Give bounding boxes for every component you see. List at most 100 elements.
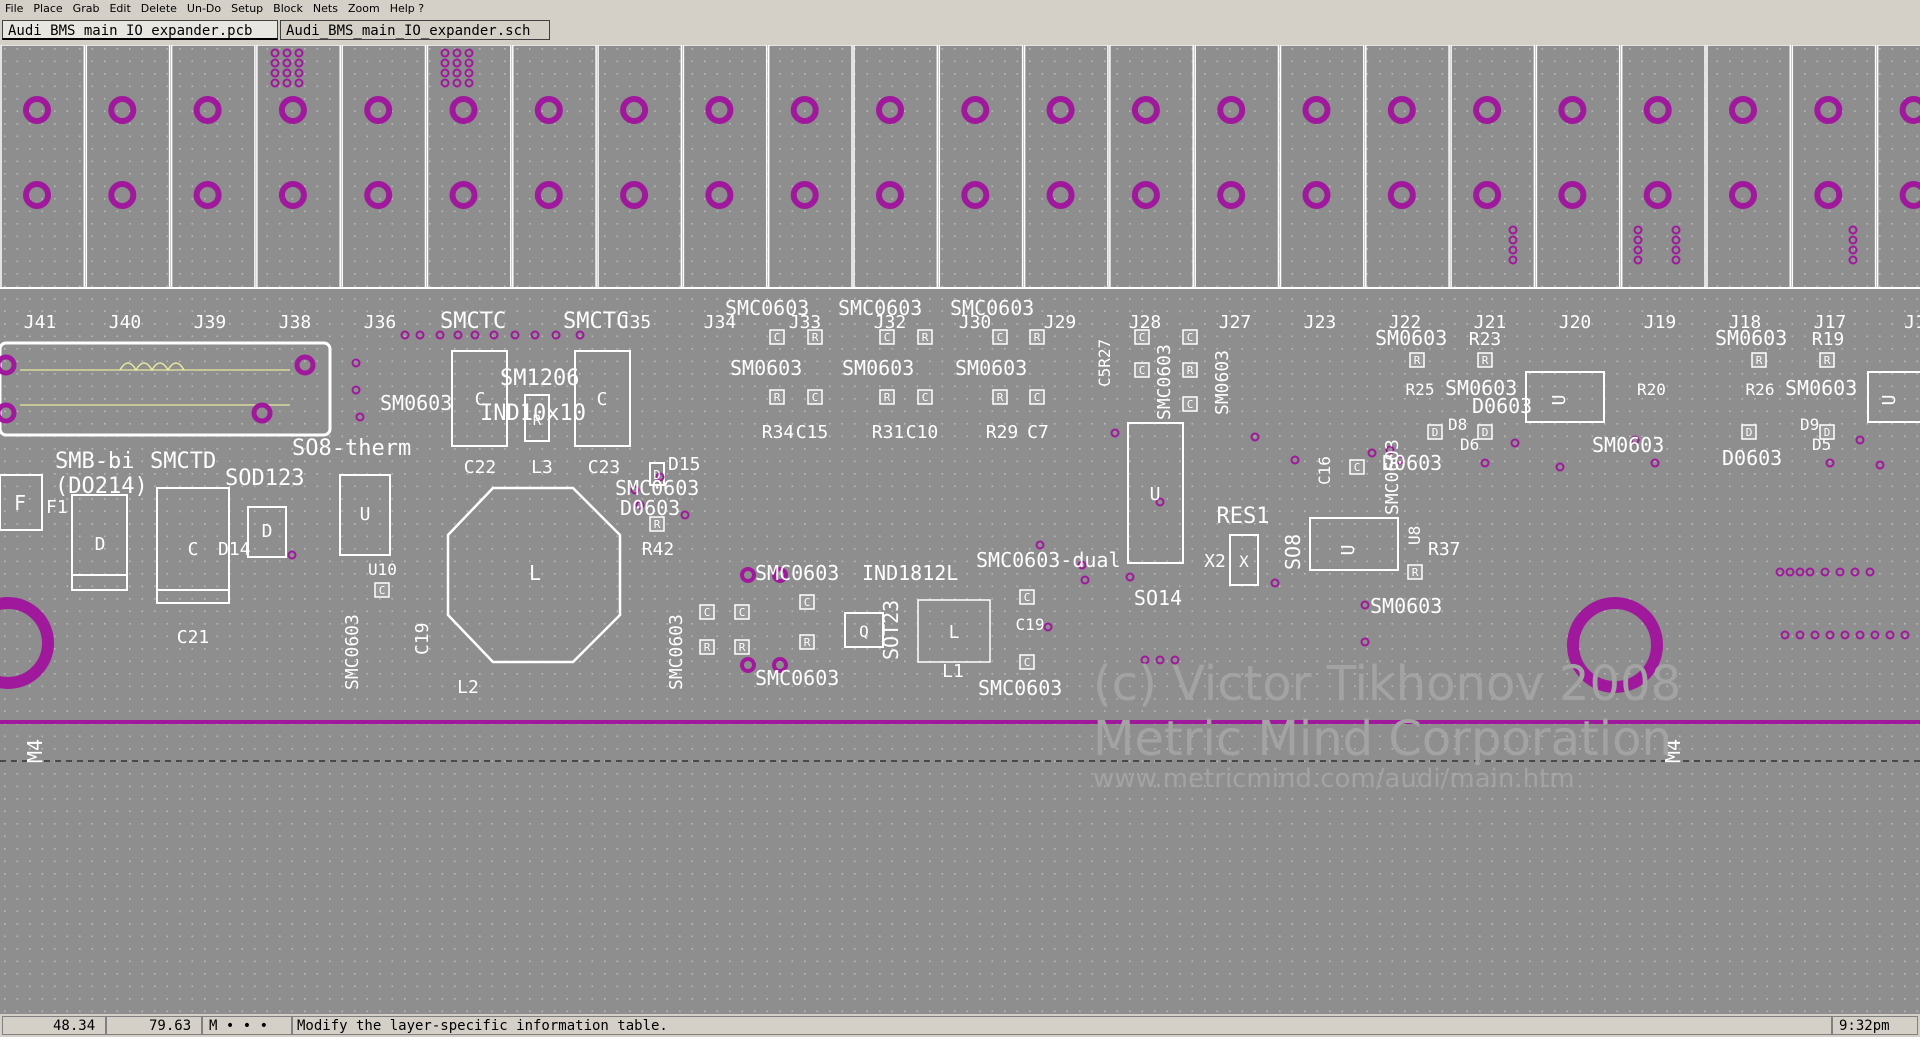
via bbox=[351, 358, 361, 368]
clock: 9:32pm bbox=[1832, 1016, 1918, 1035]
package-label: IND10x10 bbox=[480, 401, 586, 426]
silk-label: C23 bbox=[588, 457, 621, 478]
via-cluster bbox=[452, 78, 462, 88]
menu-file[interactable]: File bbox=[5, 2, 24, 15]
connector-pin-pad bbox=[278, 96, 307, 124]
menu-nets[interactable]: Nets bbox=[312, 2, 338, 15]
connector-pin-pad bbox=[790, 96, 819, 124]
connector-pin-pad bbox=[1814, 96, 1843, 124]
cap-outline bbox=[156, 487, 230, 604]
silk-label: SM0603 bbox=[1370, 594, 1442, 618]
part-type-letter: C bbox=[1024, 656, 1031, 669]
via bbox=[435, 330, 445, 340]
smd-0603-outline bbox=[1819, 352, 1835, 368]
menu-place[interactable]: Place bbox=[33, 2, 63, 15]
connector-pin-pad bbox=[1046, 96, 1075, 124]
x-coordinate: 48.34 bbox=[2, 1016, 106, 1035]
menu-zoom[interactable]: Zoom bbox=[347, 2, 380, 15]
via bbox=[1270, 578, 1280, 588]
silk-label: F bbox=[14, 491, 26, 515]
via bbox=[1080, 575, 1090, 585]
via bbox=[1140, 655, 1150, 665]
via bbox=[530, 330, 540, 340]
via-cluster bbox=[282, 68, 292, 78]
via bbox=[1155, 497, 1165, 507]
silk-label: R37 bbox=[1428, 539, 1461, 560]
smd-0603-outline bbox=[1019, 589, 1035, 605]
part-type-letter: R bbox=[739, 641, 746, 654]
menu-block[interactable]: Block bbox=[273, 2, 303, 15]
smd-0603-outline bbox=[1407, 564, 1423, 580]
inductor-outline bbox=[446, 486, 622, 664]
silk-label: C16 bbox=[1315, 456, 1334, 485]
part-type-letter: D bbox=[1746, 426, 1753, 439]
menu-delete[interactable]: Delete bbox=[140, 2, 177, 15]
part-type-letter: C bbox=[1034, 391, 1041, 404]
silk-label: SO8 bbox=[1281, 534, 1305, 570]
connector-pin-pad bbox=[705, 181, 734, 209]
via-cluster bbox=[440, 68, 450, 78]
part-type-letter: R bbox=[1756, 354, 1763, 367]
connector-label: J27 bbox=[1219, 312, 1252, 333]
via bbox=[1385, 445, 1395, 455]
smd-0603-outline bbox=[1134, 329, 1150, 345]
mounting-pad bbox=[251, 402, 273, 424]
silk-label: R bbox=[533, 413, 542, 429]
part-type-letter: D bbox=[1482, 426, 1489, 439]
via-cluster bbox=[270, 58, 280, 68]
silk-label: D0603 bbox=[620, 496, 680, 520]
so8-outline bbox=[1309, 517, 1399, 571]
smd-0603-outline bbox=[699, 604, 715, 620]
connector-pin-pad bbox=[449, 96, 478, 124]
smd-0603-outline bbox=[1019, 654, 1035, 670]
menu-help[interactable]: Help ? bbox=[389, 2, 425, 15]
tab-schematic[interactable]: Audi_BMS_main_IO_expander.sch bbox=[280, 20, 550, 40]
silk-label: C19 bbox=[412, 622, 433, 655]
via bbox=[489, 330, 499, 340]
connector-pin-pad bbox=[1302, 181, 1331, 209]
via-column bbox=[1848, 225, 1858, 235]
part-type-letter: R bbox=[997, 391, 1004, 404]
connector-pin-pad bbox=[1558, 181, 1587, 209]
connector-label: J22 bbox=[1389, 312, 1422, 333]
menu-grab[interactable]: Grab bbox=[72, 2, 100, 15]
connector-pin-pad bbox=[705, 96, 734, 124]
silk-label: U bbox=[360, 504, 371, 525]
part-type-letter: R bbox=[1824, 354, 1831, 367]
silk-label: U8 bbox=[1405, 526, 1424, 545]
part-type-letter: R bbox=[812, 331, 819, 344]
menu-undo[interactable]: Un-Do bbox=[186, 2, 222, 15]
menu-setup[interactable]: Setup bbox=[231, 2, 264, 15]
via bbox=[1875, 460, 1885, 470]
connector-label: J20 bbox=[1559, 312, 1592, 333]
silk-label: R20 bbox=[1637, 380, 1666, 399]
silk-label: SM0603 bbox=[955, 356, 1027, 380]
via-column bbox=[1671, 255, 1681, 265]
cap-outline bbox=[574, 350, 631, 447]
silk-label: SM0603 bbox=[1212, 350, 1233, 415]
smd-0603-outline bbox=[1477, 424, 1493, 440]
connector-pin-pad bbox=[1729, 181, 1757, 209]
silk-label: C22 bbox=[464, 457, 497, 478]
smd-0603-outline bbox=[769, 389, 785, 405]
package-label: SM1206 bbox=[500, 366, 579, 391]
package-label: SMCTC bbox=[563, 309, 629, 334]
silk-label: R34 bbox=[762, 422, 795, 443]
connector-pin-pad bbox=[1814, 181, 1843, 209]
connector-label: J33 bbox=[789, 312, 822, 333]
connector-pin-pad bbox=[534, 181, 563, 209]
menu-edit[interactable]: Edit bbox=[109, 2, 131, 15]
tab-pcb[interactable]: Audi_BMS_main_IO_expander.pcb bbox=[2, 20, 278, 40]
via-cluster bbox=[464, 48, 474, 58]
connector-pin-pad bbox=[108, 181, 137, 209]
pad bbox=[772, 567, 788, 583]
via-cluster bbox=[270, 78, 280, 88]
via-cluster bbox=[294, 58, 304, 68]
watermark-line2: Metric Mind Corporation bbox=[1093, 711, 1672, 767]
silk-label: SM0603 bbox=[1785, 376, 1857, 400]
connector-label: J32 bbox=[874, 312, 907, 333]
via-column bbox=[1508, 235, 1518, 245]
silk-label: SM0603 bbox=[842, 356, 914, 380]
